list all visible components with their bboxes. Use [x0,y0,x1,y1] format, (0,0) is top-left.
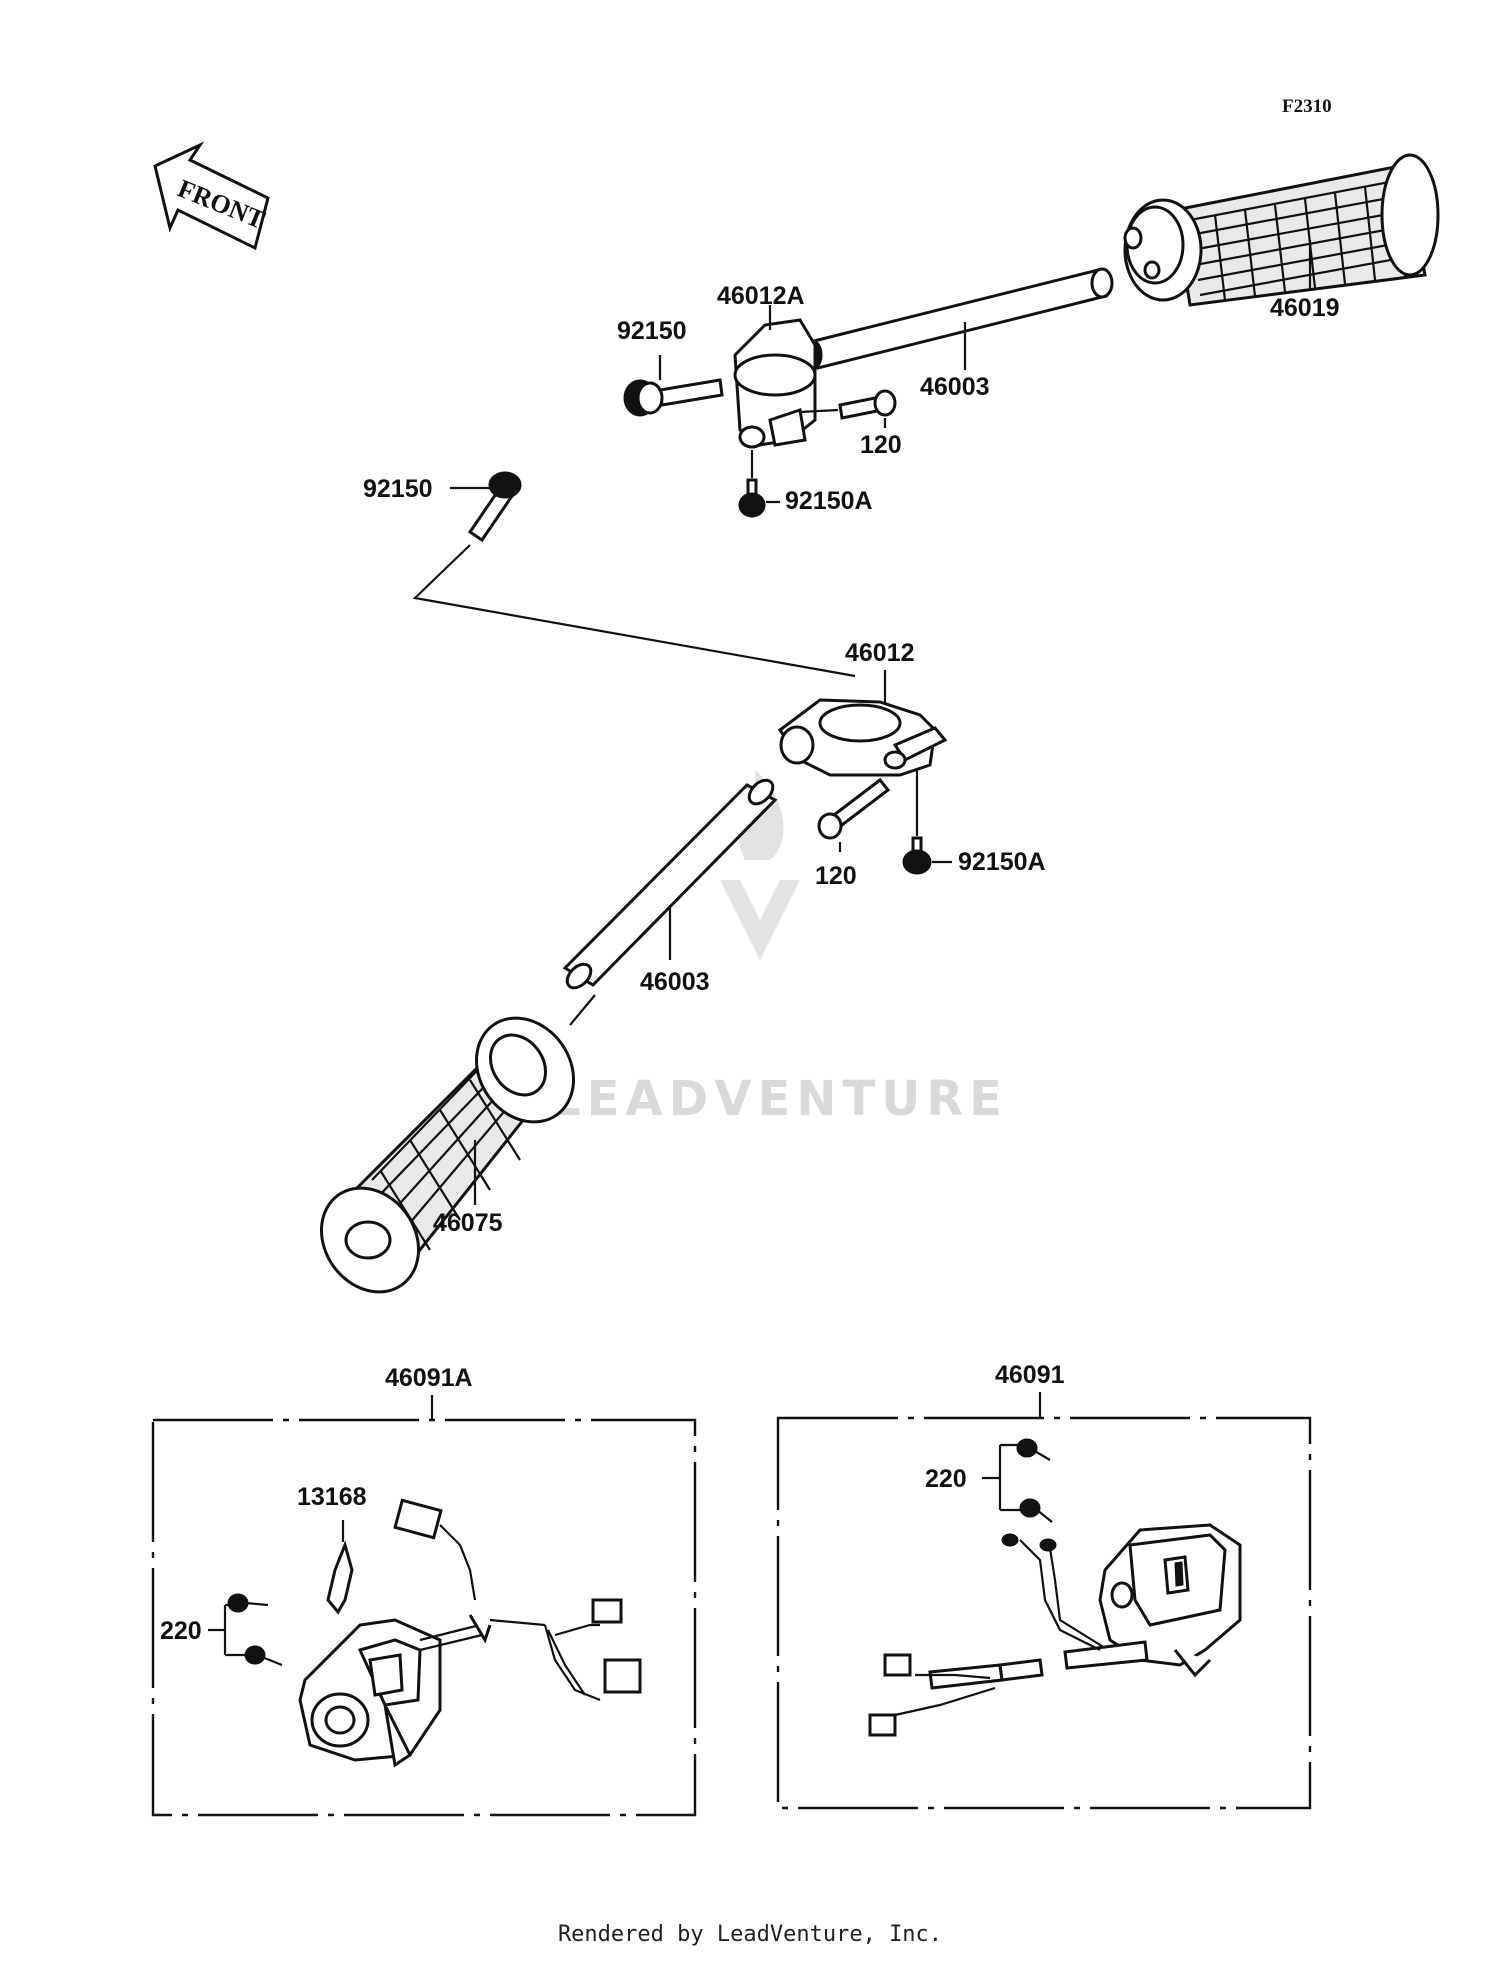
bolt-92150-left [467,471,522,543]
screws-220-right [1016,1438,1053,1523]
label-220-left: 220 [160,1617,202,1645]
label-92150-left: 92150 [363,475,433,503]
label-92150-top: 92150 [617,317,687,345]
diagram-code: F2310 [1282,96,1332,117]
screw-92150A-top [738,450,780,518]
label-120-mid: 120 [815,862,857,890]
tube-46003-top [805,267,1114,370]
label-46019: 46019 [1270,294,1340,322]
label-46091A: 46091A [385,1364,473,1392]
label-46075: 46075 [433,1209,503,1237]
screws-220-left [227,1593,283,1667]
label-13168: 13168 [297,1483,367,1511]
label-120-top: 120 [860,431,902,459]
render-credit: Rendered by LeadVenture, Inc. [557,1922,943,1947]
grip-46075 [319,1016,576,1294]
label-46012A: 46012A [717,282,805,310]
kit-box-46091A [151,1418,697,1817]
clip-13168 [326,1540,354,1615]
tube-46003-mid [562,778,778,990]
grip-46019 [1123,153,1440,307]
clamp-46012A [733,318,817,449]
label-46003-top: 46003 [920,373,990,401]
switch-46091A [298,1498,642,1768]
clamp-46012 [777,698,948,777]
watermark-text: LEADVENTURE [550,1071,1008,1127]
bolt-120-mid [817,777,891,840]
label-92150A-mid: 92150A [958,848,1046,876]
label-220-right: 220 [925,1465,967,1493]
leader-92150-to-46012 [412,544,856,678]
label-92150A-top: 92150A [785,487,873,515]
front-arrow-icon: FRONT [153,141,270,251]
label-46012: 46012 [845,639,915,667]
screw-92150A-mid [902,770,952,875]
switch-46091 [868,1523,1242,1737]
bolt-120-top [799,389,897,420]
label-46003-mid: 46003 [640,968,710,996]
kit-box-46091 [776,1416,1312,1810]
bolt-92150-top [623,378,724,417]
label-46091: 46091 [995,1361,1065,1389]
